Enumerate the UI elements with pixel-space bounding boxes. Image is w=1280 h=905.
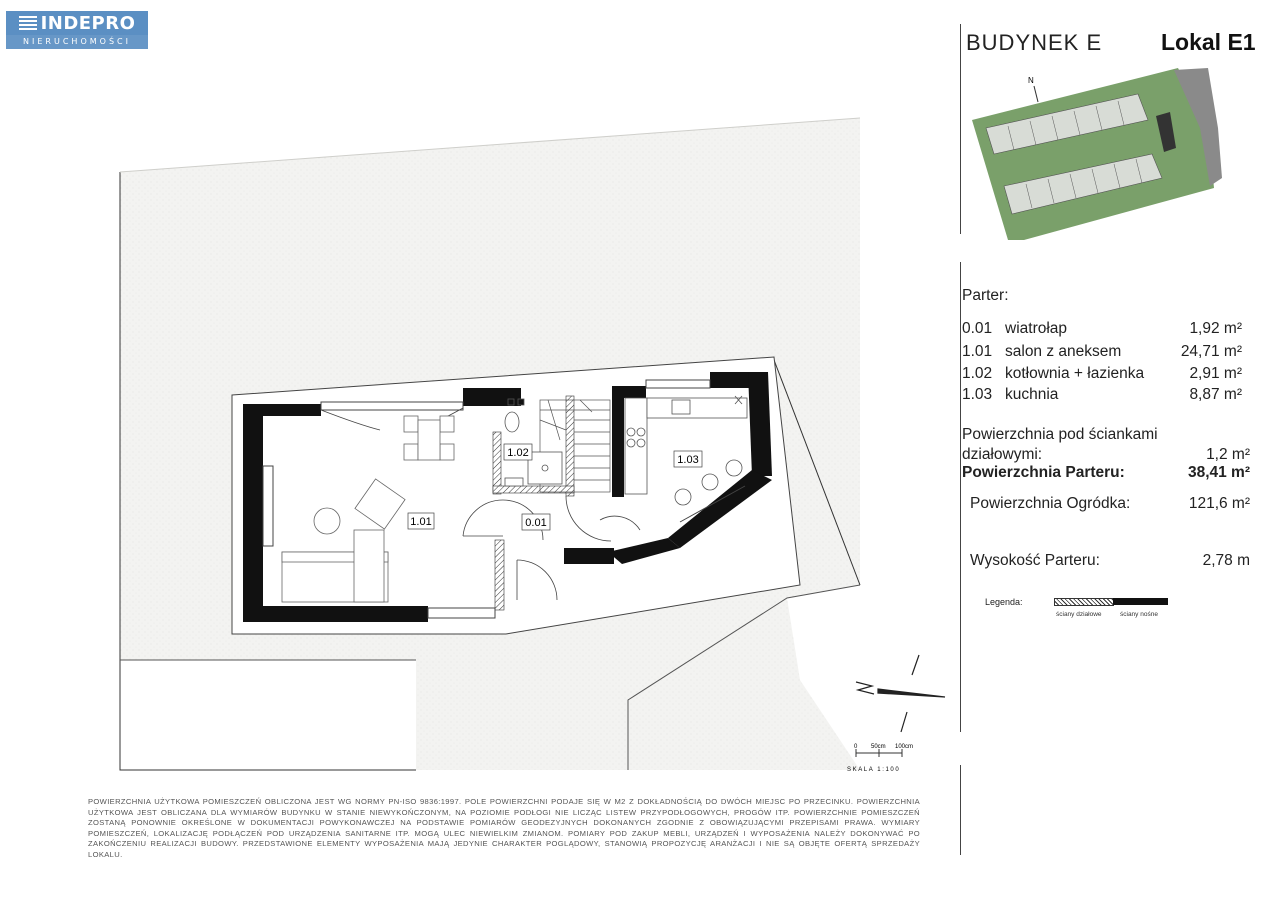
building-name: BUDYNEK E: [966, 30, 1103, 55]
legend-label: Legenda:: [985, 597, 1023, 607]
minimap-road: [1174, 68, 1222, 186]
divider-bottom: [960, 765, 961, 855]
room-area: 1,92: [1189, 320, 1220, 337]
room-row-102: 1.02 kotłownia + łazienka 2,91 m²: [962, 365, 1242, 385]
room-unit: m²: [1223, 343, 1242, 360]
room-name: salon z aneksem: [1005, 343, 1122, 360]
room-row-101: 1.01 salon z aneksem 24,71 m²: [962, 343, 1242, 363]
room-area: 8,87: [1189, 386, 1220, 403]
scale-caption: SKALA 1:100: [847, 767, 900, 773]
room-name: kotłownia + łazienka: [1005, 365, 1145, 382]
bearing-walls: [243, 372, 772, 622]
garden-area-value: 121,6 m²: [1188, 495, 1250, 512]
room-row-001: 0.01 wiatrołap 1,92 m²: [962, 320, 1242, 340]
garden-area-label: Powierzchnia Ogródka:: [970, 495, 1131, 512]
partition-area-label-2: działowymi:: [962, 446, 1043, 463]
partition-area-value: 1,2 m²: [1206, 446, 1250, 463]
minimap-highlight: [1156, 112, 1176, 152]
scale-bar: 0 50cm 100cm SKALA 1:100: [847, 744, 913, 773]
minimap-details: [1007, 100, 1143, 209]
floor-height-value: 2,78 m: [1202, 552, 1250, 569]
room-label-102: 1.02: [507, 447, 528, 459]
legend-bearing-label: ściany nośne: [1120, 611, 1158, 618]
plot-boundary-right: [773, 359, 861, 586]
disclaimer-text: POWIERZCHNIA UŻYTKOWA POMIESZCZEŃ OBLICZ…: [88, 797, 920, 859]
room-number: 1.01: [962, 343, 993, 360]
room-label-101: 1.01: [410, 516, 431, 528]
logo-name: INDEPRO: [40, 12, 136, 34]
room-unit: m²: [1223, 365, 1242, 382]
company-logo: INDEPRO NIERUCHOMOŚCI: [6, 11, 148, 49]
minimap-site: [972, 68, 1214, 240]
room-number: 0.01: [962, 320, 993, 337]
room-number: 1.03: [962, 386, 993, 403]
room-unit: m²: [1223, 386, 1242, 403]
minimap-north-arrow: [1033, 85, 1039, 103]
living-furniture: [281, 415, 455, 603]
stairs: [539, 399, 611, 493]
garden-line-diag: [627, 584, 861, 770]
divider-mid: [960, 262, 961, 732]
room-unit: m²: [1223, 320, 1242, 337]
unit-name: Lokal E1: [1161, 29, 1256, 55]
ground-floor-area-value: 38,41 m²: [1187, 464, 1250, 481]
scale-mid: 50cm: [871, 744, 886, 750]
room-label-001: 0.01: [525, 517, 546, 529]
plot-boundary: [119, 172, 416, 771]
legend-partition-swatch: [1054, 598, 1114, 606]
compass: [855, 654, 946, 733]
divider-top: [960, 24, 961, 234]
logo-icon: [18, 16, 37, 30]
floor-height-label: Wysokość Parteru:: [970, 552, 1100, 569]
room-area: 2,91: [1189, 365, 1220, 382]
room-number: 1.02: [962, 365, 993, 382]
scale-zero: 0: [854, 744, 858, 750]
minimap-row-top: [985, 93, 1149, 155]
site-minimap: N: [972, 68, 1222, 240]
windows: [262, 379, 746, 619]
legend-partition-label: ściany działowe: [1056, 611, 1102, 618]
floor-plan: 1.01 1.02 1.03 0.01 0 50cm 100cm SKALA 1…: [119, 117, 946, 773]
room-label-103: 1.03: [677, 454, 698, 466]
legend-bearing-swatch: [1113, 598, 1168, 605]
partition-area-label-1: Powierzchnia pod ściankami: [962, 426, 1158, 443]
room-labels: 1.01 1.02 1.03 0.01: [407, 443, 703, 531]
partition-walls: [492, 395, 575, 611]
room-name: kuchnia: [1005, 386, 1059, 403]
bathroom-fixtures: [504, 398, 563, 487]
minimap-row-bottom: [1003, 153, 1163, 215]
ground-floor-area-label: Powierzchnia Parteru:: [962, 464, 1125, 481]
scale-end: 100cm: [895, 744, 913, 750]
room-name: wiatrołap: [1005, 320, 1068, 337]
logo-tagline: NIERUCHOMOŚCI: [6, 35, 148, 49]
floor-title: Parter:: [962, 287, 1009, 304]
kitchen-fixtures: [624, 395, 748, 506]
minimap-north-label: N: [1028, 76, 1034, 85]
room-row-103: 1.03 kuchnia 8,87 m²: [962, 386, 1242, 406]
room-area: 24,71: [1180, 343, 1220, 360]
